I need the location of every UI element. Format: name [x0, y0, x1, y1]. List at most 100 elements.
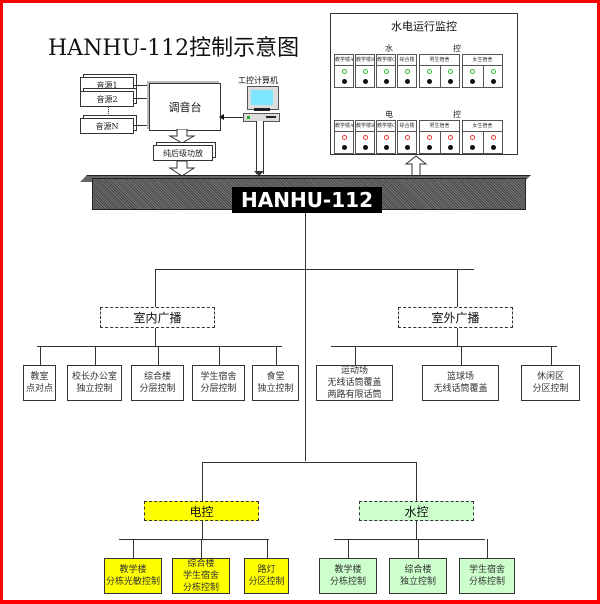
power-child-connector [201, 539, 202, 558]
water-control-node: 水控 [359, 501, 474, 521]
indoor-child-node: 食堂 独立控制 [252, 365, 299, 401]
mixer-box: 调音台 [149, 83, 221, 131]
audio-source-2-label: 音源2 [96, 94, 118, 104]
broadcast-branch-line [155, 269, 474, 270]
water-switch-knob-icon[interactable] [448, 79, 453, 84]
power-cell-label: 女生宿舍 [463, 121, 502, 132]
outdoor-child-connector [355, 346, 356, 365]
indoor-down-line [155, 328, 156, 346]
water-status-led-icon [363, 69, 368, 74]
monitor-stand [254, 108, 270, 111]
indoor-child-node: 校长办公室 独立控制 [67, 365, 122, 401]
indoor-child-connector [276, 346, 277, 365]
water-cell: 教学楼C [376, 54, 396, 88]
indoor-child-connector [95, 346, 96, 365]
water-switch-knob-icon[interactable] [491, 79, 496, 84]
audio-source-1-label: 音源1 [96, 80, 118, 90]
drive-slot [266, 116, 276, 118]
outdoor-child-node: 篮球场 无线话筒覆盖 [422, 365, 499, 401]
power-status-led-icon [491, 135, 496, 140]
water-switch-knob-icon[interactable] [405, 79, 410, 84]
water-switch-knob-icon[interactable] [363, 79, 368, 84]
water-status-led-icon [470, 69, 475, 74]
indoor-child-node: 综合楼 分层控制 [131, 365, 184, 401]
power-cell: 女生宿舍 [462, 120, 503, 154]
power-status-led-icon [363, 135, 368, 140]
power-status-led-icon [384, 135, 389, 140]
power-switch-knob-icon[interactable] [363, 145, 368, 150]
power-cell: 教学楼B [355, 120, 375, 154]
indoor-children-line [37, 346, 282, 347]
power-heading-left: 电 [385, 110, 393, 119]
water-children-line [334, 539, 485, 540]
power-switch-knob-icon[interactable] [470, 145, 475, 150]
power-status-led-icon [427, 135, 432, 140]
control-branch-line [202, 462, 417, 463]
indoor-broadcast-label: 室内广播 [133, 311, 182, 325]
power-down-line [202, 521, 203, 539]
water-status-led-icon [384, 69, 389, 74]
arrow-line [224, 117, 244, 118]
cell-divider [440, 131, 441, 154]
power-child-node: 路灯 分区控制 [244, 558, 289, 594]
indoor-child-connector [40, 346, 41, 365]
water-cell: 男生宿舍 [419, 54, 460, 88]
indoor-child-connector [219, 346, 220, 365]
amplifier-label: 纯后级功放 [163, 148, 203, 158]
arrow-line [133, 98, 149, 99]
power-switch-knob-icon[interactable] [491, 145, 496, 150]
indoor-child-node: 学生宿舍 分层控制 [192, 365, 245, 401]
power-status-led-icon [448, 135, 453, 140]
water-heading-left: 水 [385, 44, 393, 53]
power-status-led-icon [470, 135, 475, 140]
power-switch-knob-icon[interactable] [384, 145, 389, 150]
indoor-child-node: 教室 点对点 [23, 365, 56, 401]
outdoor-child-node: 休闲区 分区控制 [521, 365, 580, 401]
outdoor-broadcast-node: 室外广播 [398, 307, 513, 328]
water-switch-knob-icon[interactable] [427, 79, 432, 84]
indoor-broadcast-node: 室内广播 [100, 307, 215, 328]
water-switch-knob-icon[interactable] [470, 79, 475, 84]
outdoor-branch-line [457, 269, 458, 307]
power-switch-knob-icon[interactable] [342, 145, 347, 150]
power-switch-knob-icon[interactable] [427, 145, 432, 150]
power-cell-label: 教学楼B [356, 121, 374, 132]
outdoor-children-line [331, 346, 557, 347]
amplifier-box: 纯后级功放 [153, 145, 213, 161]
power-cell-label: 男生宿舍 [420, 121, 459, 132]
power-child-connector [267, 539, 268, 558]
power-switch-knob-icon[interactable] [405, 145, 410, 150]
water-child-node: 综合楼 独立控制 [389, 558, 447, 594]
hollow-arrow-up-icon [404, 155, 428, 177]
water-child-node: 学生宿舍 分栋控制 [459, 558, 515, 594]
water-status-led-icon [405, 69, 410, 74]
outdoor-child-connector [461, 346, 462, 365]
water-switch-knob-icon[interactable] [342, 79, 347, 84]
indoor-branch-line [155, 269, 156, 307]
water-switch-knob-icon[interactable] [384, 79, 389, 84]
water-cell: 教学楼B [355, 54, 375, 88]
monitor-panel-title: 水电运行监控 [391, 20, 457, 33]
computer-monitor-icon [247, 86, 279, 110]
power-control-node: 电控 [144, 501, 259, 521]
outdoor-child-node: 运动场 无线话筒覆盖 两路有限话筒 [316, 365, 393, 401]
power-child-node: 教学楼 分栋光敏控制 [104, 558, 162, 594]
computer-label: 工控计算机 [238, 76, 278, 85]
water-cell-label: 教学楼C [377, 55, 395, 66]
water-child-node: 教学楼 分栋控制 [319, 558, 377, 594]
hollow-arrow-down-icon [168, 161, 196, 177]
monitor-screen [251, 90, 273, 105]
arrow-line [133, 85, 149, 86]
cell-divider [440, 65, 441, 88]
power-status-led-icon [342, 135, 347, 140]
power-heading-right: 控 [453, 110, 461, 119]
power-led [247, 116, 250, 119]
mixer-label: 调音台 [168, 101, 202, 114]
power-cell-label: 教学楼A [335, 121, 353, 132]
power-switch-knob-icon[interactable] [448, 145, 453, 150]
arrow-head-icon [254, 171, 264, 176]
water-child-connector [348, 539, 349, 558]
audio-source-2: 音源2 [80, 91, 134, 107]
water-cell: 综合楼 [397, 54, 417, 88]
